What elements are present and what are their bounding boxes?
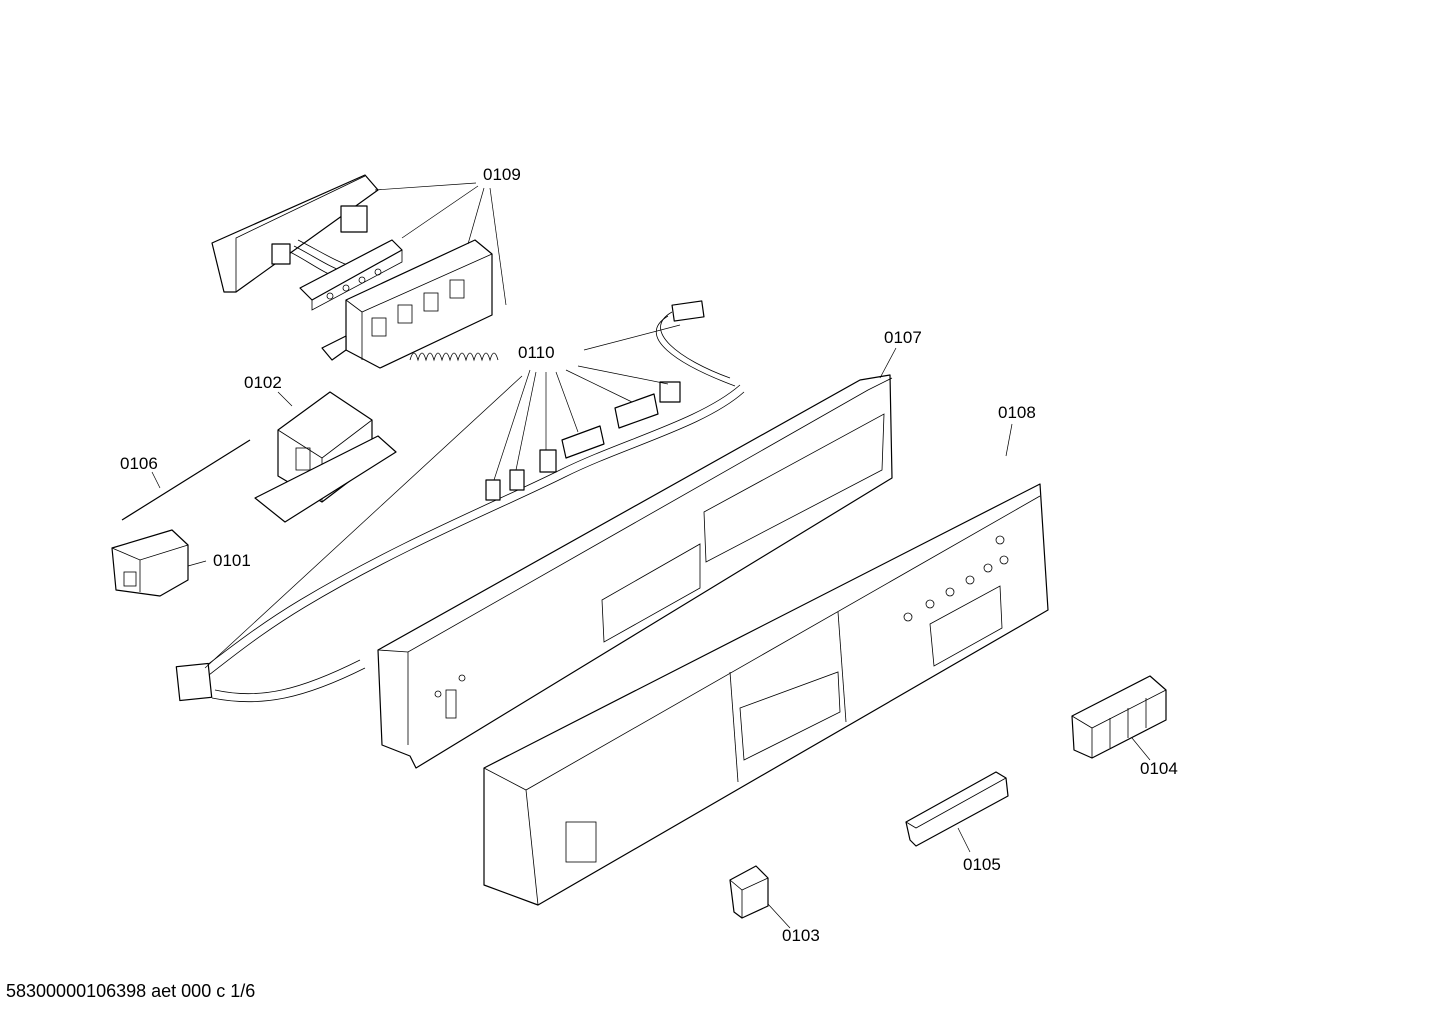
handle-trim — [905, 771, 1009, 847]
push-button-set — [1071, 675, 1167, 759]
callout-0104: 0104 — [1140, 759, 1178, 778]
control-module-assembly — [211, 174, 499, 369]
wiring-harness — [175, 300, 745, 703]
callout-0105: 0105 — [963, 855, 1001, 874]
callout-0110: 0110 — [518, 343, 555, 362]
control-panel-frame — [377, 374, 893, 769]
door-lock-switch — [254, 391, 397, 523]
callout-0102: 0102 — [244, 373, 282, 392]
callout-0107: 0107 — [884, 328, 922, 347]
callout-0103: 0103 — [782, 926, 820, 945]
leader-lines — [151, 182, 1151, 929]
callout-0108: 0108 — [998, 403, 1036, 422]
callout-labels: 0109 0110 0107 0102 0108 0106 0101 0104 … — [120, 165, 1178, 945]
knob — [729, 865, 769, 919]
callout-0106: 0106 — [120, 454, 158, 473]
front-panel-fascia — [483, 483, 1049, 906]
callout-0101: 0101 — [213, 551, 251, 570]
connecting-rod — [121, 439, 251, 521]
callout-0109: 0109 — [483, 165, 521, 184]
document-code: 58300000106398 aet 000 c 1/6 — [6, 981, 256, 1001]
main-switch — [111, 529, 189, 597]
